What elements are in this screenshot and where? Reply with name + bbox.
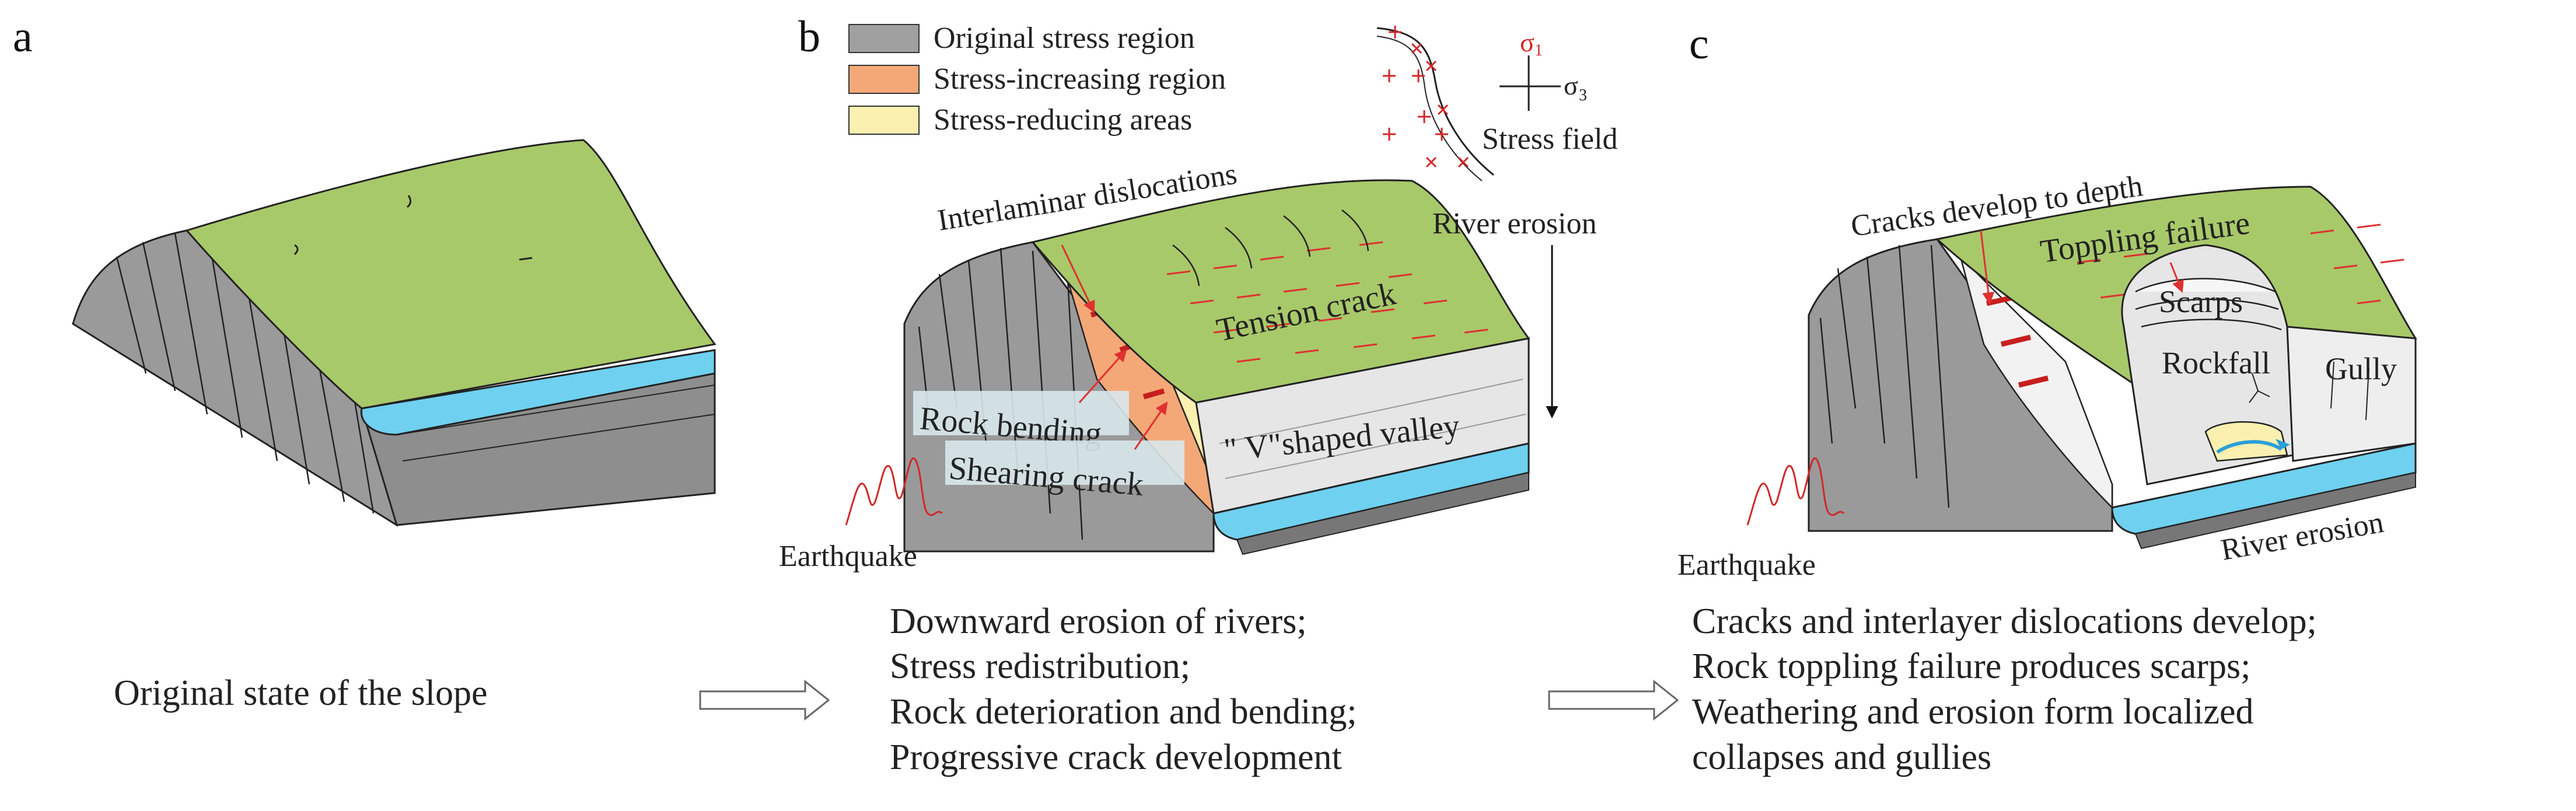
label-rockfall: Rockfall	[2162, 345, 2270, 380]
panel-label-a: a	[13, 12, 33, 61]
flow-arrow-b-c	[1548, 679, 1679, 721]
label-scarps: Scarps	[2159, 284, 2243, 319]
caption-b-line: Downward erosion of rivers;	[890, 602, 1307, 641]
slope-block-c: Cracks develop to depth Toppling failure…	[1677, 169, 2417, 582]
earthquake-wave-c	[1746, 457, 1845, 526]
slope-top-b	[1031, 179, 1530, 404]
label-river-erosion-b: River erosion	[1432, 207, 1597, 240]
sigma1-label: σ	[1520, 27, 1535, 57]
panel-label-b: b	[798, 12, 820, 61]
legend-swatch-increasing	[848, 65, 920, 94]
caption-c-line: Rock toppling failure produces scarps;	[1692, 646, 2250, 686]
river-a	[360, 349, 716, 436]
earthquake-wave-b	[845, 457, 943, 526]
caption-c-line: collapses and gullies	[1692, 737, 1991, 777]
slope-block-b: Interlaminar dislocations River erosion …	[779, 157, 1597, 573]
caption-c: Cracks and interlayer dislocations devel…	[1692, 602, 2317, 777]
label-gully: Gully	[2325, 351, 2397, 386]
slope-block-a	[72, 139, 716, 527]
tension-cracks-b	[1166, 241, 1488, 363]
legend-swatch-reducing	[848, 106, 920, 135]
legend-swatch-original	[848, 24, 920, 53]
label-earthquake-c: Earthquake	[1677, 548, 1816, 582]
caption-c-line: Weathering and erosion form localized	[1692, 692, 2254, 732]
slope-top-a	[185, 139, 716, 410]
caption-b: Downward erosion of rivers; Stress redis…	[890, 602, 1357, 777]
panel-label-c: c	[1689, 19, 1709, 68]
legend-reducing: Stress-reducing areas	[934, 103, 1192, 137]
caption-c-line: Cracks and interlayer dislocations devel…	[1692, 602, 2317, 641]
legend-increasing: Stress-increasing region	[934, 62, 1226, 96]
sigma3-subscript: 3	[1579, 86, 1587, 104]
caption-b-line: Rock deterioration and bending;	[890, 692, 1357, 732]
sigma1-subscript: 1	[1535, 41, 1543, 60]
sigma3-label: σ	[1564, 71, 1578, 100]
caption-b-line: Stress redistribution;	[890, 646, 1190, 686]
stress-field-label: Stress field	[1482, 123, 1618, 156]
legend: Original stress region Stress-increasing…	[848, 22, 1226, 137]
bedding-lines-c	[1819, 244, 1950, 508]
legend-original: Original stress region	[934, 22, 1195, 55]
caption-b-line: Progressive crack development	[890, 737, 1342, 777]
flow-arrow-a-b	[699, 679, 830, 721]
stress-crosses	[1383, 26, 1469, 168]
caption-a: Original state of the slope	[114, 673, 488, 713]
label-earthquake-b: Earthquake	[779, 540, 917, 573]
stress-field-inset: σ 1 σ 3 Stress field	[1376, 26, 1618, 181]
